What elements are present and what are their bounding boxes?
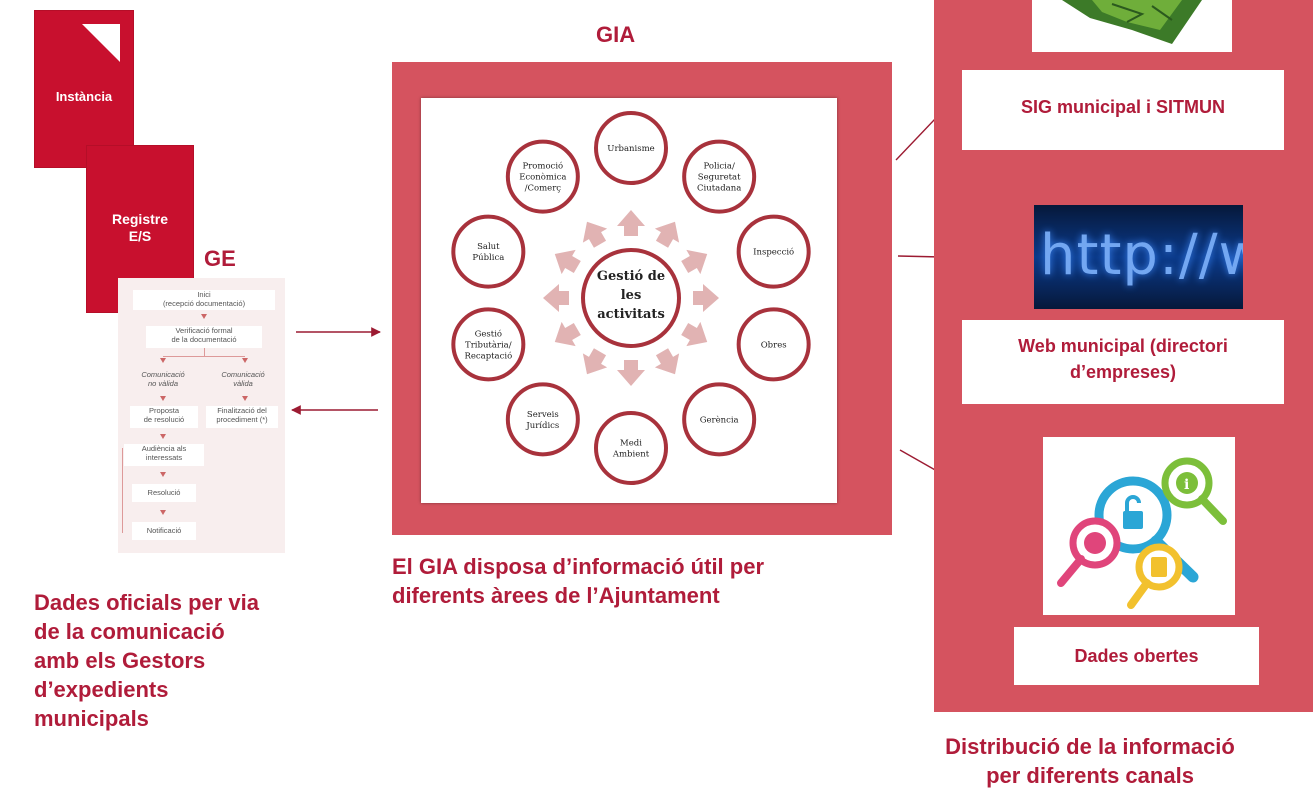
dades-label: Dades obertes [1074, 646, 1199, 666]
area-circle [682, 139, 757, 214]
area-label: Recaptació [464, 350, 512, 361]
http-banner: http://www [1034, 205, 1243, 309]
area-circle [736, 214, 811, 289]
area-label: Ambient [612, 450, 650, 460]
area-circle [682, 382, 757, 457]
center-label: Gestió de [597, 269, 665, 284]
open-data-image-box: i [1043, 437, 1235, 615]
dades-label-box: Dades obertes [1014, 627, 1259, 685]
radial-arrow [582, 348, 608, 375]
gia-caption: El GIA disposa d’informació útil per dif… [392, 554, 765, 608]
center-label: les [621, 288, 642, 303]
sig-label-box: SIG municipal i SITMUN [962, 70, 1284, 150]
area-label: /Comerç [525, 184, 562, 194]
radial-arrow [554, 249, 581, 275]
area-label: Gerència [700, 414, 739, 425]
center-label: activitats [597, 307, 665, 322]
area-circle [594, 411, 668, 485]
registre-label: Registre E/S [111, 211, 169, 244]
area-circle [736, 307, 811, 382]
area-label: Salut [477, 242, 500, 252]
map-icon [1062, 0, 1202, 44]
http-banner-text: http://www [1040, 223, 1243, 288]
area-circle [594, 111, 668, 185]
radial-arrow [681, 321, 708, 347]
area-label: Econòmica [519, 172, 566, 183]
area-label: Serveis [527, 410, 559, 420]
arrow-icon [242, 358, 248, 363]
area-label: Medi [620, 439, 642, 449]
instancia-card: Instància [34, 10, 134, 168]
left-caption: Dades oficials per via de la comunicació… [34, 590, 259, 731]
arrow-icon [201, 314, 207, 319]
center-circle [581, 248, 681, 348]
arrow-icon [160, 396, 166, 401]
radial-arrow [554, 321, 581, 347]
radial-arrow [543, 284, 569, 312]
radial-arrow [693, 284, 719, 312]
ge-title: GE [204, 246, 236, 271]
area-label: Inspecció [753, 247, 794, 258]
radial-arrow [617, 360, 645, 386]
area-circle [451, 214, 526, 289]
area-label: Pública [472, 252, 504, 263]
area-label: Jurídics [525, 420, 559, 431]
sig-image-box [1032, 0, 1232, 52]
arrow-icon [160, 434, 166, 439]
arrow-icon [160, 472, 166, 477]
registre-card: Registre E/S [86, 145, 194, 313]
area-circle [505, 382, 580, 457]
flow-line [122, 448, 123, 533]
magnifier-cluster-icon: i [1057, 457, 1227, 609]
instancia-label: Instància [55, 89, 113, 104]
ge-flowchart: Inici(recepció documentació) Verificació… [118, 278, 285, 553]
area-label: Policia/ [703, 162, 734, 172]
area-circle [451, 307, 526, 382]
gia-title: GIA [596, 22, 636, 47]
flow-inici: Inici(recepció documentació) [133, 290, 275, 310]
right-caption: Distribució de la informació per diferen… [945, 734, 1235, 788]
area-label: Ciutadana [697, 184, 741, 194]
area-label: Seguretat [698, 173, 741, 183]
area-label: Obres [761, 340, 787, 350]
area-label: Urbanisme [607, 144, 654, 154]
flow-line [163, 356, 245, 357]
area-label: Gestió [475, 328, 502, 339]
area-circle [505, 139, 580, 214]
gia-diagram: Gestió de les activitats UrbanismePolicia/S… [451, 111, 811, 485]
arrow-icon [160, 510, 166, 515]
flow-resolucio: Resolució [132, 484, 196, 502]
radial-arrow [582, 221, 608, 248]
radial-arrow [654, 221, 680, 248]
arrow-icon [242, 396, 248, 401]
flow-line [204, 348, 205, 356]
flow-notificacio: Notificació [132, 522, 196, 540]
arrow-icon [160, 358, 166, 363]
radial-arrow [617, 210, 645, 236]
radial-arrow [654, 348, 680, 375]
radial-arrow [681, 249, 708, 275]
area-label: Promoció [522, 161, 563, 172]
web-label: Web municipal (directori d’empreses) [1018, 336, 1228, 382]
web-label-box: Web municipal (directori d’empreses) [962, 320, 1284, 404]
sig-label: SIG municipal i SITMUN [1020, 97, 1226, 117]
folded-corner-icon [82, 24, 120, 62]
svg-text:i: i [1184, 477, 1189, 493]
area-label: Tributària/ [465, 339, 512, 350]
